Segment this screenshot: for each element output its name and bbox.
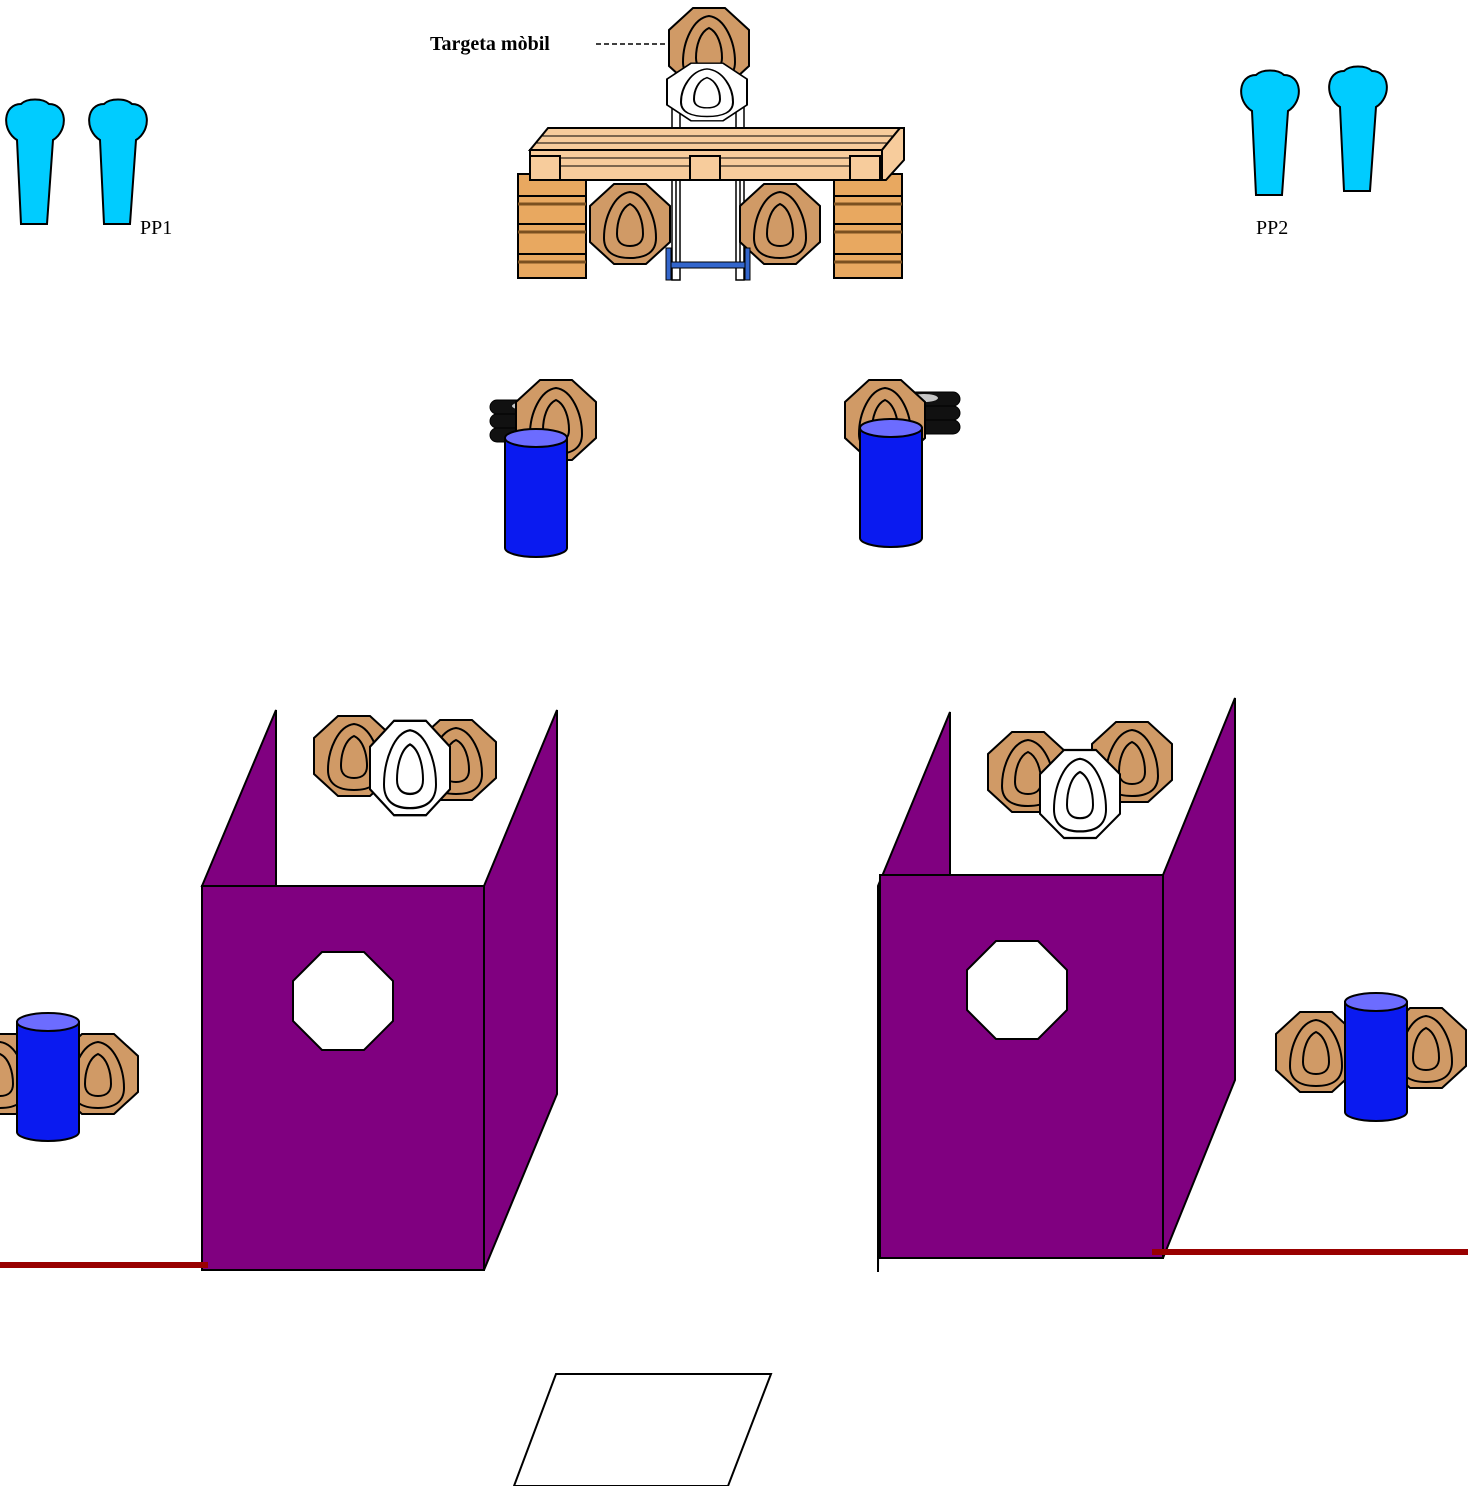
pallet-icon bbox=[530, 128, 904, 180]
right-wall-structure bbox=[878, 698, 1468, 1272]
blue-barrel-icon bbox=[1345, 993, 1407, 1121]
mobile-no-shoot-target-icon bbox=[667, 63, 747, 121]
pallet-target-left-icon bbox=[590, 184, 670, 264]
wood-barrel-right-icon bbox=[834, 174, 902, 278]
pallet-target-right-icon bbox=[740, 184, 820, 264]
blue-barrel-icon bbox=[505, 429, 567, 557]
pp1-label: PP1 bbox=[140, 217, 172, 239]
port-octagon-icon bbox=[293, 952, 393, 1050]
left-wall-structure bbox=[0, 710, 557, 1270]
popper-group-pp2: PP2 bbox=[1241, 67, 1387, 240]
no-shoot-target-icon bbox=[1040, 750, 1120, 838]
pp2-label: PP2 bbox=[1256, 217, 1288, 239]
blue-barrel-icon bbox=[860, 419, 922, 547]
left-wall-panel bbox=[202, 886, 484, 1270]
start-box bbox=[514, 1374, 771, 1486]
no-shoot-target-icon bbox=[370, 721, 450, 815]
metal-popper-icon bbox=[1329, 67, 1387, 192]
metal-popper-icon bbox=[1241, 71, 1299, 196]
right-side-obstacle bbox=[1276, 993, 1466, 1121]
middle-right-obstacle bbox=[845, 380, 960, 547]
wood-barrel-left-icon bbox=[518, 174, 586, 278]
mobile-target-label: Targeta mòbil bbox=[430, 33, 550, 55]
metal-popper-icon bbox=[89, 100, 147, 225]
blue-barrel-icon bbox=[17, 1013, 79, 1141]
port-octagon-icon bbox=[967, 941, 1067, 1039]
middle-left-obstacle bbox=[490, 380, 596, 557]
popper-group-pp1: PP1 bbox=[6, 100, 172, 240]
mobile-target-structure: Targeta mòbil bbox=[430, 8, 904, 280]
metal-popper-icon bbox=[6, 100, 64, 225]
right-wall-panel bbox=[880, 875, 1163, 1258]
left-side-obstacle bbox=[0, 1013, 138, 1141]
